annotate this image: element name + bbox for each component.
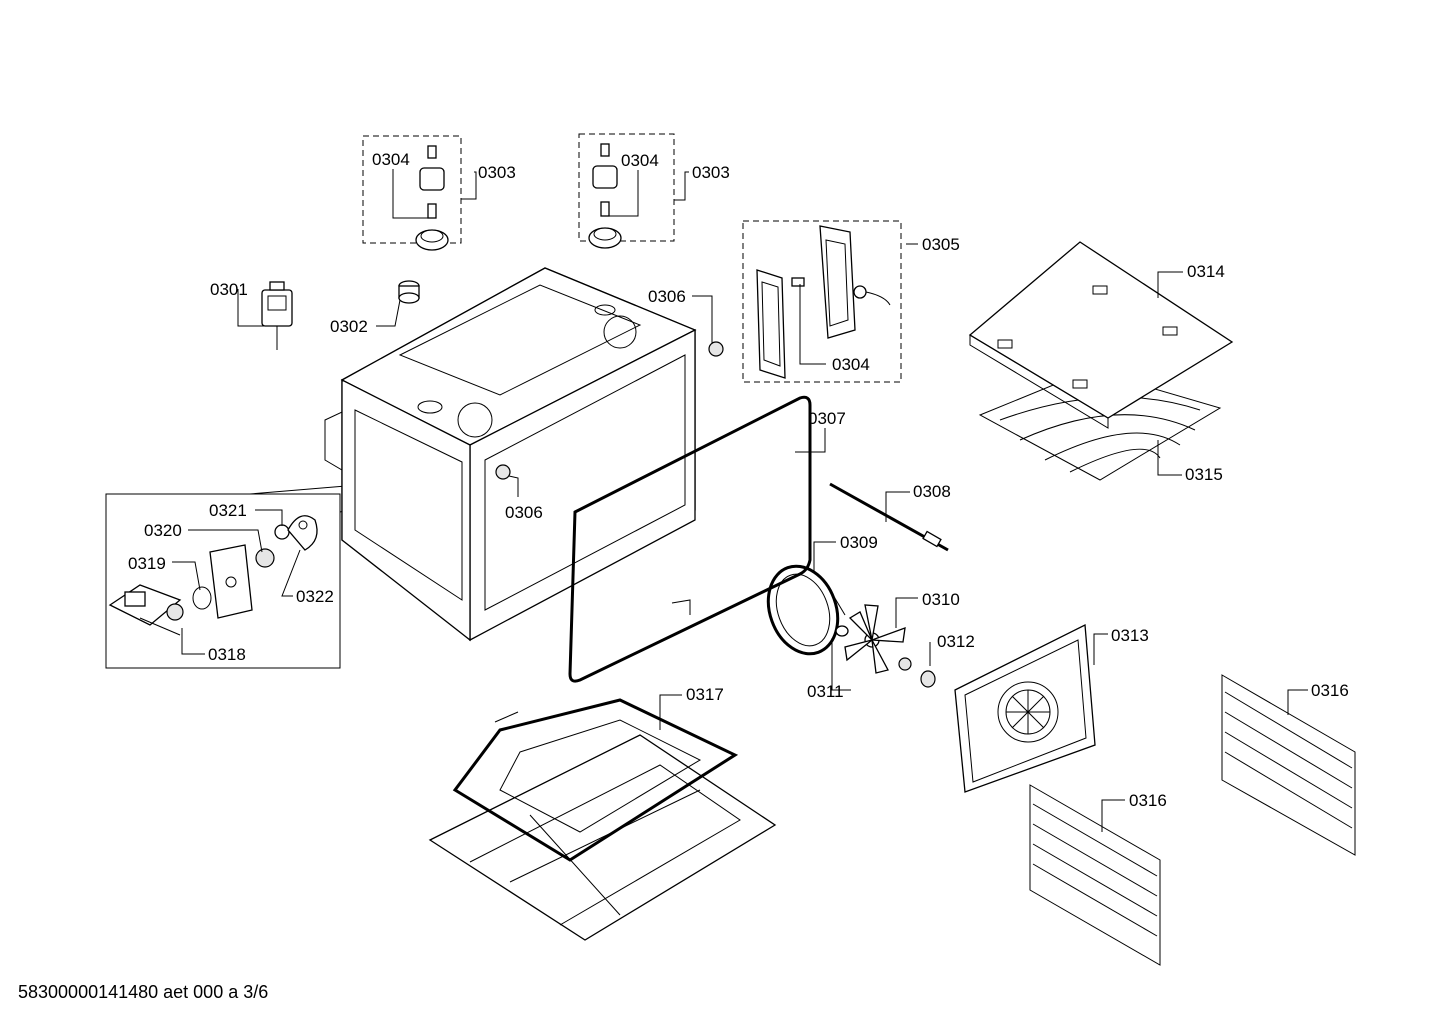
label-0304-left: 0304 — [372, 150, 410, 169]
part-0304-lamp-right — [588, 143, 622, 249]
part-0310-fan-nut — [898, 657, 912, 671]
part-0314-top-cover — [968, 241, 1234, 429]
part-0309-ring-heater — [766, 564, 846, 656]
label-0305: 0305 — [922, 235, 960, 254]
part-0310-fan-blade — [844, 604, 906, 674]
label-0312: 0312 — [937, 632, 975, 651]
label-0319: 0319 — [128, 554, 166, 573]
part-0311-washer — [835, 625, 849, 637]
part-0313-fan-cover — [954, 623, 1096, 793]
label-0314: 0314 — [1187, 262, 1225, 281]
part-0306-nut-top — [708, 341, 724, 357]
part-0306-nut-front — [495, 464, 511, 480]
label-0309: 0309 — [840, 533, 878, 552]
part-0317-bottom-heater — [452, 698, 739, 862]
label-0307: 0307 — [808, 409, 846, 428]
part-0318-thermostat — [108, 584, 184, 636]
label-0301: 0301 — [210, 280, 248, 299]
part-0302-lamp-holder — [398, 280, 420, 304]
label-0315: 0315 — [1185, 465, 1223, 484]
label-0317: 0317 — [686, 685, 724, 704]
part-0316-side-rack-right — [1221, 674, 1356, 856]
label-0302: 0302 — [330, 317, 368, 336]
label-0304-side: 0304 — [832, 355, 870, 374]
oven-cavity — [324, 267, 697, 642]
label-0304-right: 0304 — [621, 151, 659, 170]
part-0316-side-rack-left — [1029, 784, 1161, 966]
light-assembly-box-left — [362, 135, 462, 244]
label-0320: 0320 — [144, 521, 182, 540]
label-0311: 0311 — [807, 682, 844, 701]
label-0316-left: 0316 — [1129, 791, 1167, 810]
part-0308-sensor — [829, 482, 949, 552]
part-0322-bracket — [287, 515, 318, 551]
label-0306-top: 0306 — [648, 287, 686, 306]
label-0310: 0310 — [922, 590, 960, 609]
part-0304-lamp-left — [415, 145, 449, 251]
label-0308: 0308 — [913, 482, 951, 501]
label-0303-left: 0303 — [478, 163, 516, 182]
label-0306-front: 0306 — [505, 503, 543, 522]
part-0312-cap-nut — [920, 670, 936, 688]
thermostat-inset-box — [105, 493, 341, 669]
part-0319-gasket — [192, 586, 212, 610]
label-0316-right: 0316 — [1311, 681, 1349, 700]
part-0301-motor — [261, 281, 293, 350]
part-0317-bottom-plate — [428, 734, 777, 941]
label-0318: 0318 — [208, 645, 246, 664]
label-0313: 0313 — [1111, 626, 1149, 645]
label-0322: 0322 — [296, 587, 334, 606]
leader-lines — [172, 169, 1308, 832]
part-0320-plate — [209, 544, 253, 619]
label-0321: 0321 — [209, 501, 247, 520]
light-assembly-box-right — [578, 133, 675, 242]
part-0305-side-lamp — [756, 225, 891, 379]
label-0303-right: 0303 — [692, 163, 730, 182]
footer-drawing-number: 58300000141480 aet 000 a 3/6 — [18, 982, 268, 1002]
